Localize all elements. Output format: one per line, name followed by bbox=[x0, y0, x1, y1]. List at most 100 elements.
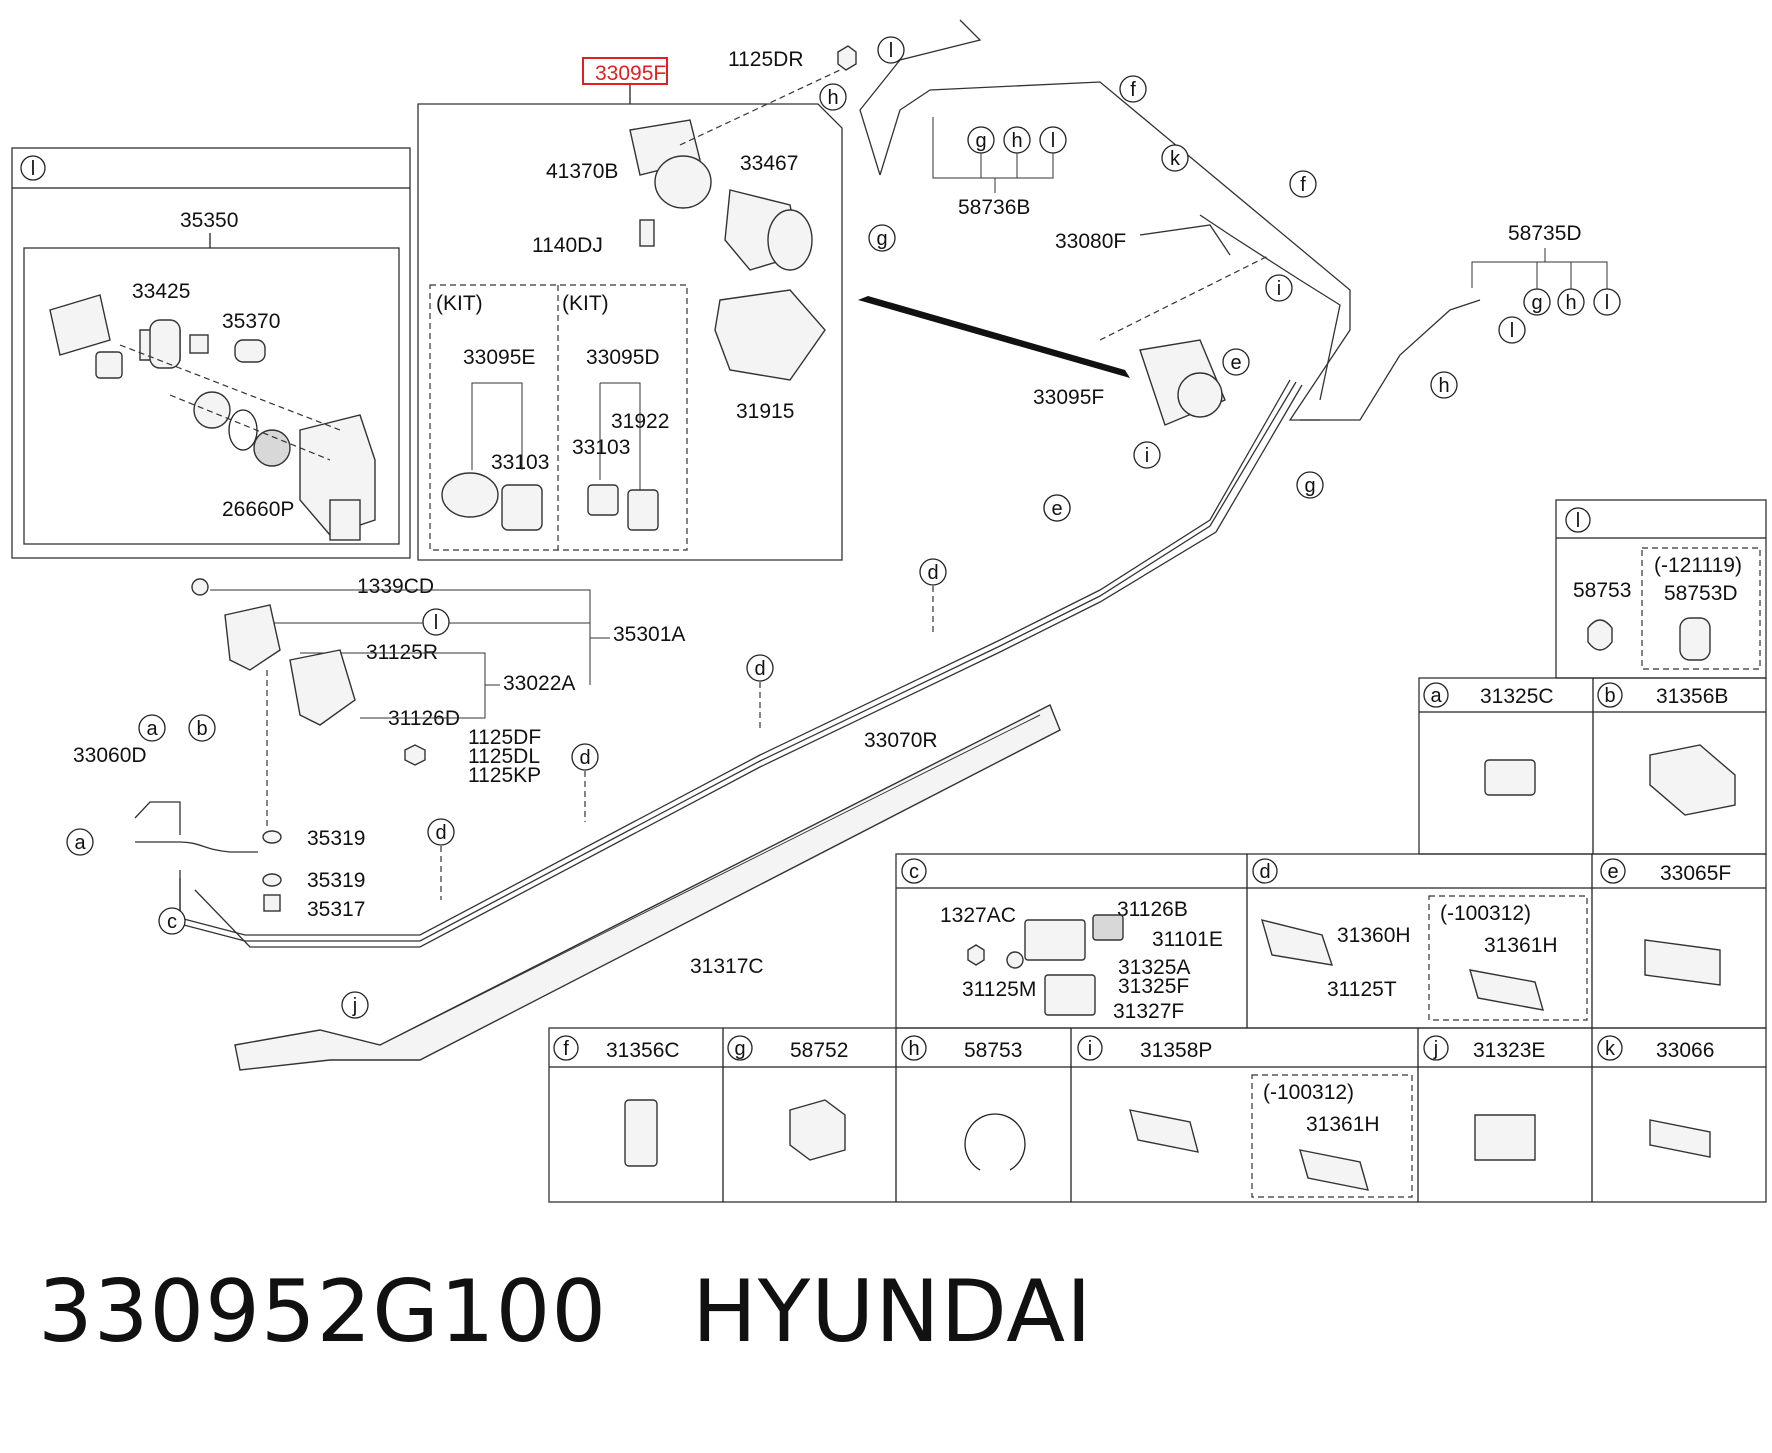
label-kit1-33103: 33103 bbox=[491, 451, 549, 474]
label-35317: 35317 bbox=[307, 898, 365, 921]
label-1125DL: 1125DL bbox=[468, 745, 540, 768]
main-box: 33095F 1125DR 41370B 33467 1140DJ 31915 … bbox=[417, 45, 857, 561]
footer-title: 330952G100 HYUNDAI bbox=[38, 1262, 1093, 1362]
svg-text:k: k bbox=[1605, 1038, 1616, 1060]
highlight-box bbox=[582, 57, 668, 85]
label-41370B: 41370B bbox=[546, 160, 618, 183]
label-33070R: 33070R bbox=[864, 729, 938, 752]
svg-text:e: e bbox=[1051, 498, 1062, 520]
svg-text:i: i bbox=[1277, 278, 1281, 300]
legend-c-p5: 31325F bbox=[1118, 975, 1189, 998]
label-kit2: (KIT) bbox=[562, 292, 609, 315]
legend-a-part: 31325C bbox=[1480, 685, 1554, 708]
label-33095D: 33095D bbox=[586, 346, 660, 369]
legend-i-part: 31358P bbox=[1140, 1039, 1212, 1062]
svg-text:j: j bbox=[1433, 1038, 1438, 1060]
svg-text:c: c bbox=[909, 861, 919, 883]
legend-c-p2: 31126B bbox=[1117, 898, 1188, 921]
inset-l: l 35350 33425 35370 26660P bbox=[11, 147, 411, 559]
part-number: 330952G100 bbox=[38, 1262, 608, 1362]
svg-text:c: c bbox=[167, 911, 177, 933]
svg-text:h: h bbox=[827, 87, 838, 109]
svg-text:a: a bbox=[146, 718, 158, 740]
label-33467: 33467 bbox=[740, 152, 798, 175]
svg-text:l: l bbox=[1605, 292, 1609, 314]
legend-c-p7: 31327F bbox=[1113, 1000, 1184, 1023]
legend-grid: a 31325C b 31356B c 1327AC 31126B 31101E… bbox=[548, 677, 1767, 1203]
legend-l-note: (-121119) bbox=[1654, 554, 1742, 577]
legend-b-part: 31356B bbox=[1656, 685, 1728, 708]
label-26660P: 26660P bbox=[222, 498, 294, 521]
label-35350: 35350 bbox=[180, 209, 238, 232]
svg-text:e: e bbox=[1230, 352, 1241, 374]
svg-text:l: l bbox=[1576, 510, 1580, 532]
legend-d-p3: 31361H bbox=[1484, 934, 1558, 957]
legend-l-58753: 58753 bbox=[1573, 579, 1631, 602]
label-33095F-highlight: 33095F bbox=[595, 62, 666, 85]
svg-text:h: h bbox=[1011, 130, 1022, 152]
svg-text:d: d bbox=[927, 562, 938, 584]
svg-text:g: g bbox=[1304, 475, 1315, 497]
legend-f-part: 31356C bbox=[606, 1039, 680, 1062]
label-33095E: 33095E bbox=[463, 346, 535, 369]
label-1140DJ: 1140DJ bbox=[532, 234, 603, 257]
svg-text:g: g bbox=[1531, 292, 1542, 314]
label-58735D: 58735D bbox=[1508, 222, 1582, 245]
legend-l: l 58753 (-121119) 58753D bbox=[1555, 499, 1767, 679]
svg-text:d: d bbox=[435, 822, 446, 844]
svg-text:f: f bbox=[563, 1038, 569, 1060]
label-33080F: 33080F bbox=[1055, 230, 1126, 253]
label-kit1: (KIT) bbox=[436, 292, 483, 315]
svg-text:g: g bbox=[876, 228, 887, 250]
label-1339CD: 1339CD bbox=[357, 575, 434, 598]
svg-text:e: e bbox=[1607, 861, 1618, 883]
svg-text:f: f bbox=[1300, 174, 1306, 196]
label-33095F: 33095F bbox=[1033, 386, 1104, 409]
svg-text:h: h bbox=[1565, 292, 1576, 314]
label-31317C: 31317C bbox=[690, 955, 764, 978]
letter-circles-upper: l h g f k f i e g l h g h l g h l i e bbox=[819, 36, 1621, 522]
svg-text:b: b bbox=[1604, 685, 1615, 707]
label-1125KP: 1125KP bbox=[468, 764, 541, 787]
svg-text:j: j bbox=[352, 995, 357, 1017]
label-33022A: 33022A bbox=[503, 672, 575, 695]
svg-text:l: l bbox=[1051, 130, 1055, 152]
label-35370: 35370 bbox=[222, 310, 280, 333]
svg-text:d: d bbox=[754, 658, 765, 680]
legend-i-part2: 31361H bbox=[1306, 1113, 1380, 1136]
svg-text:l: l bbox=[889, 40, 893, 62]
left-assembly: 1339CD 35301A 31125R 33022A 31126D 1125D… bbox=[66, 379, 1303, 1071]
legend-j-part: 31323E bbox=[1473, 1039, 1545, 1062]
legend-d-p2: 31125T bbox=[1327, 978, 1397, 1001]
motor-sketch bbox=[629, 69, 841, 381]
legend-g-part: 58752 bbox=[790, 1039, 848, 1062]
legend-c-p4: 31325A bbox=[1118, 956, 1190, 979]
letter-circles-left: l a b a c j d d d d e bbox=[66, 494, 1071, 1019]
svg-text:g: g bbox=[975, 130, 986, 152]
svg-text:h: h bbox=[1438, 375, 1449, 397]
label-31915: 31915 bbox=[736, 400, 794, 423]
svg-text:h: h bbox=[908, 1038, 919, 1060]
legend-d-p1: 31360H bbox=[1337, 924, 1411, 947]
svg-text:i: i bbox=[1088, 1038, 1092, 1060]
svg-text:d: d bbox=[579, 747, 590, 769]
label-1125DR: 1125DR bbox=[728, 48, 804, 71]
svg-text:g: g bbox=[734, 1038, 745, 1060]
svg-text:i: i bbox=[1145, 445, 1149, 467]
legend-c-p1: 1327AC bbox=[940, 904, 1016, 927]
label-35319-b: 35319 bbox=[307, 869, 365, 892]
legend-h-part: 58753 bbox=[964, 1039, 1022, 1062]
label-58736B: 58736B bbox=[958, 196, 1030, 219]
legend-l-58753D: 58753D bbox=[1664, 582, 1738, 605]
upper-right: l h g f k f i e g l h g h l g h l i e 58… bbox=[819, 19, 1621, 522]
svg-text:l: l bbox=[434, 612, 438, 634]
inset-l-letter: l bbox=[31, 158, 35, 180]
svg-text:a: a bbox=[74, 832, 86, 854]
legend-k-part: 33066 bbox=[1656, 1039, 1714, 1062]
label-35319-a: 35319 bbox=[307, 827, 365, 850]
svg-text:d: d bbox=[1259, 861, 1270, 883]
legend-c-p3: 31101E bbox=[1152, 928, 1223, 951]
brand-name: HYUNDAI bbox=[692, 1262, 1093, 1362]
svg-text:f: f bbox=[1130, 79, 1136, 101]
